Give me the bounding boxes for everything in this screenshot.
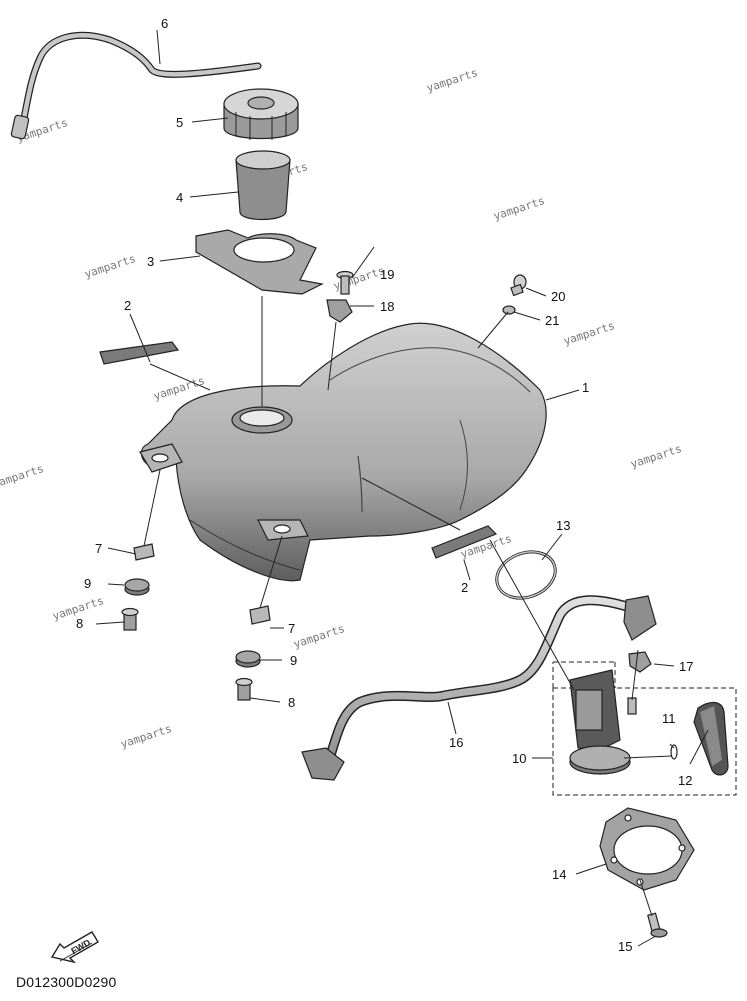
watermark: yamparts [425, 66, 479, 95]
callout-9: 9 [290, 653, 297, 668]
watermark: yamparts [629, 442, 683, 471]
part-retaining-ring [599, 807, 695, 891]
assembly-box-fuel-pump [552, 661, 737, 796]
callout-18: 18 [380, 299, 394, 314]
part-nut-18 [326, 299, 353, 323]
callout-4: 4 [176, 190, 183, 205]
callout-8: 8 [76, 616, 83, 631]
part-gasket-plate [195, 229, 324, 295]
part-screw-15 [647, 912, 668, 938]
callout-16: 16 [449, 735, 463, 750]
part-rubber-strip-upper [99, 341, 180, 365]
fwd-arrow-icon: FWD [50, 931, 99, 964]
callout-8: 8 [288, 695, 295, 710]
callout-2: 2 [124, 298, 131, 313]
part-nut-17 [628, 651, 652, 673]
callout-20: 20 [551, 289, 565, 304]
callout-10: 10 [512, 751, 526, 766]
part-bolt-19 [336, 270, 354, 295]
part-filler-neck [235, 150, 291, 221]
callout-17: 17 [679, 659, 693, 674]
part-clamp-ring [495, 550, 557, 600]
part-o-ring-11 [670, 744, 678, 760]
callout-2: 2 [461, 580, 468, 595]
watermark: yamparts [492, 194, 546, 223]
watermark: yamparts [83, 252, 137, 281]
callout-6: 6 [161, 16, 168, 31]
watermark: yamparts [562, 319, 616, 348]
part-washer-21 [502, 305, 516, 315]
watermark: yamparts [119, 722, 173, 751]
leader-lines [95, 29, 709, 947]
part-mount-center [235, 605, 271, 701]
callout-12: 12 [678, 773, 692, 788]
callout-21: 21 [545, 313, 559, 328]
callout-13: 13 [556, 518, 570, 533]
callout-1: 1 [582, 380, 589, 395]
part-bolt-20 [510, 274, 527, 297]
part-fuel-tank [139, 322, 547, 582]
callout-9: 9 [84, 576, 91, 591]
part-mount-left [121, 543, 155, 631]
callout-7: 7 [95, 541, 102, 556]
part-fuel-cap [223, 88, 299, 140]
callout-3: 3 [147, 254, 154, 269]
watermark: yamparts [0, 462, 45, 491]
callout-15: 15 [618, 939, 632, 954]
watermark: yamparts [292, 622, 346, 651]
callouts: 1 2 2 3 4 5 6 7 7 8 8 9 9 10 11 12 13 14… [76, 16, 693, 954]
part-cover-12 [693, 701, 729, 776]
part-vent-hose [10, 31, 262, 140]
part-fuel-pump [569, 669, 637, 775]
callout-5: 5 [176, 115, 183, 130]
part-rubber-strip-lower [431, 525, 498, 559]
callout-7: 7 [288, 621, 295, 636]
part-fuel-hose [301, 595, 657, 781]
callout-11: 11 [662, 711, 676, 726]
diagram-code: D012300D0290 [16, 974, 117, 990]
callout-19: 19 [380, 267, 394, 282]
callout-14: 14 [552, 867, 566, 882]
